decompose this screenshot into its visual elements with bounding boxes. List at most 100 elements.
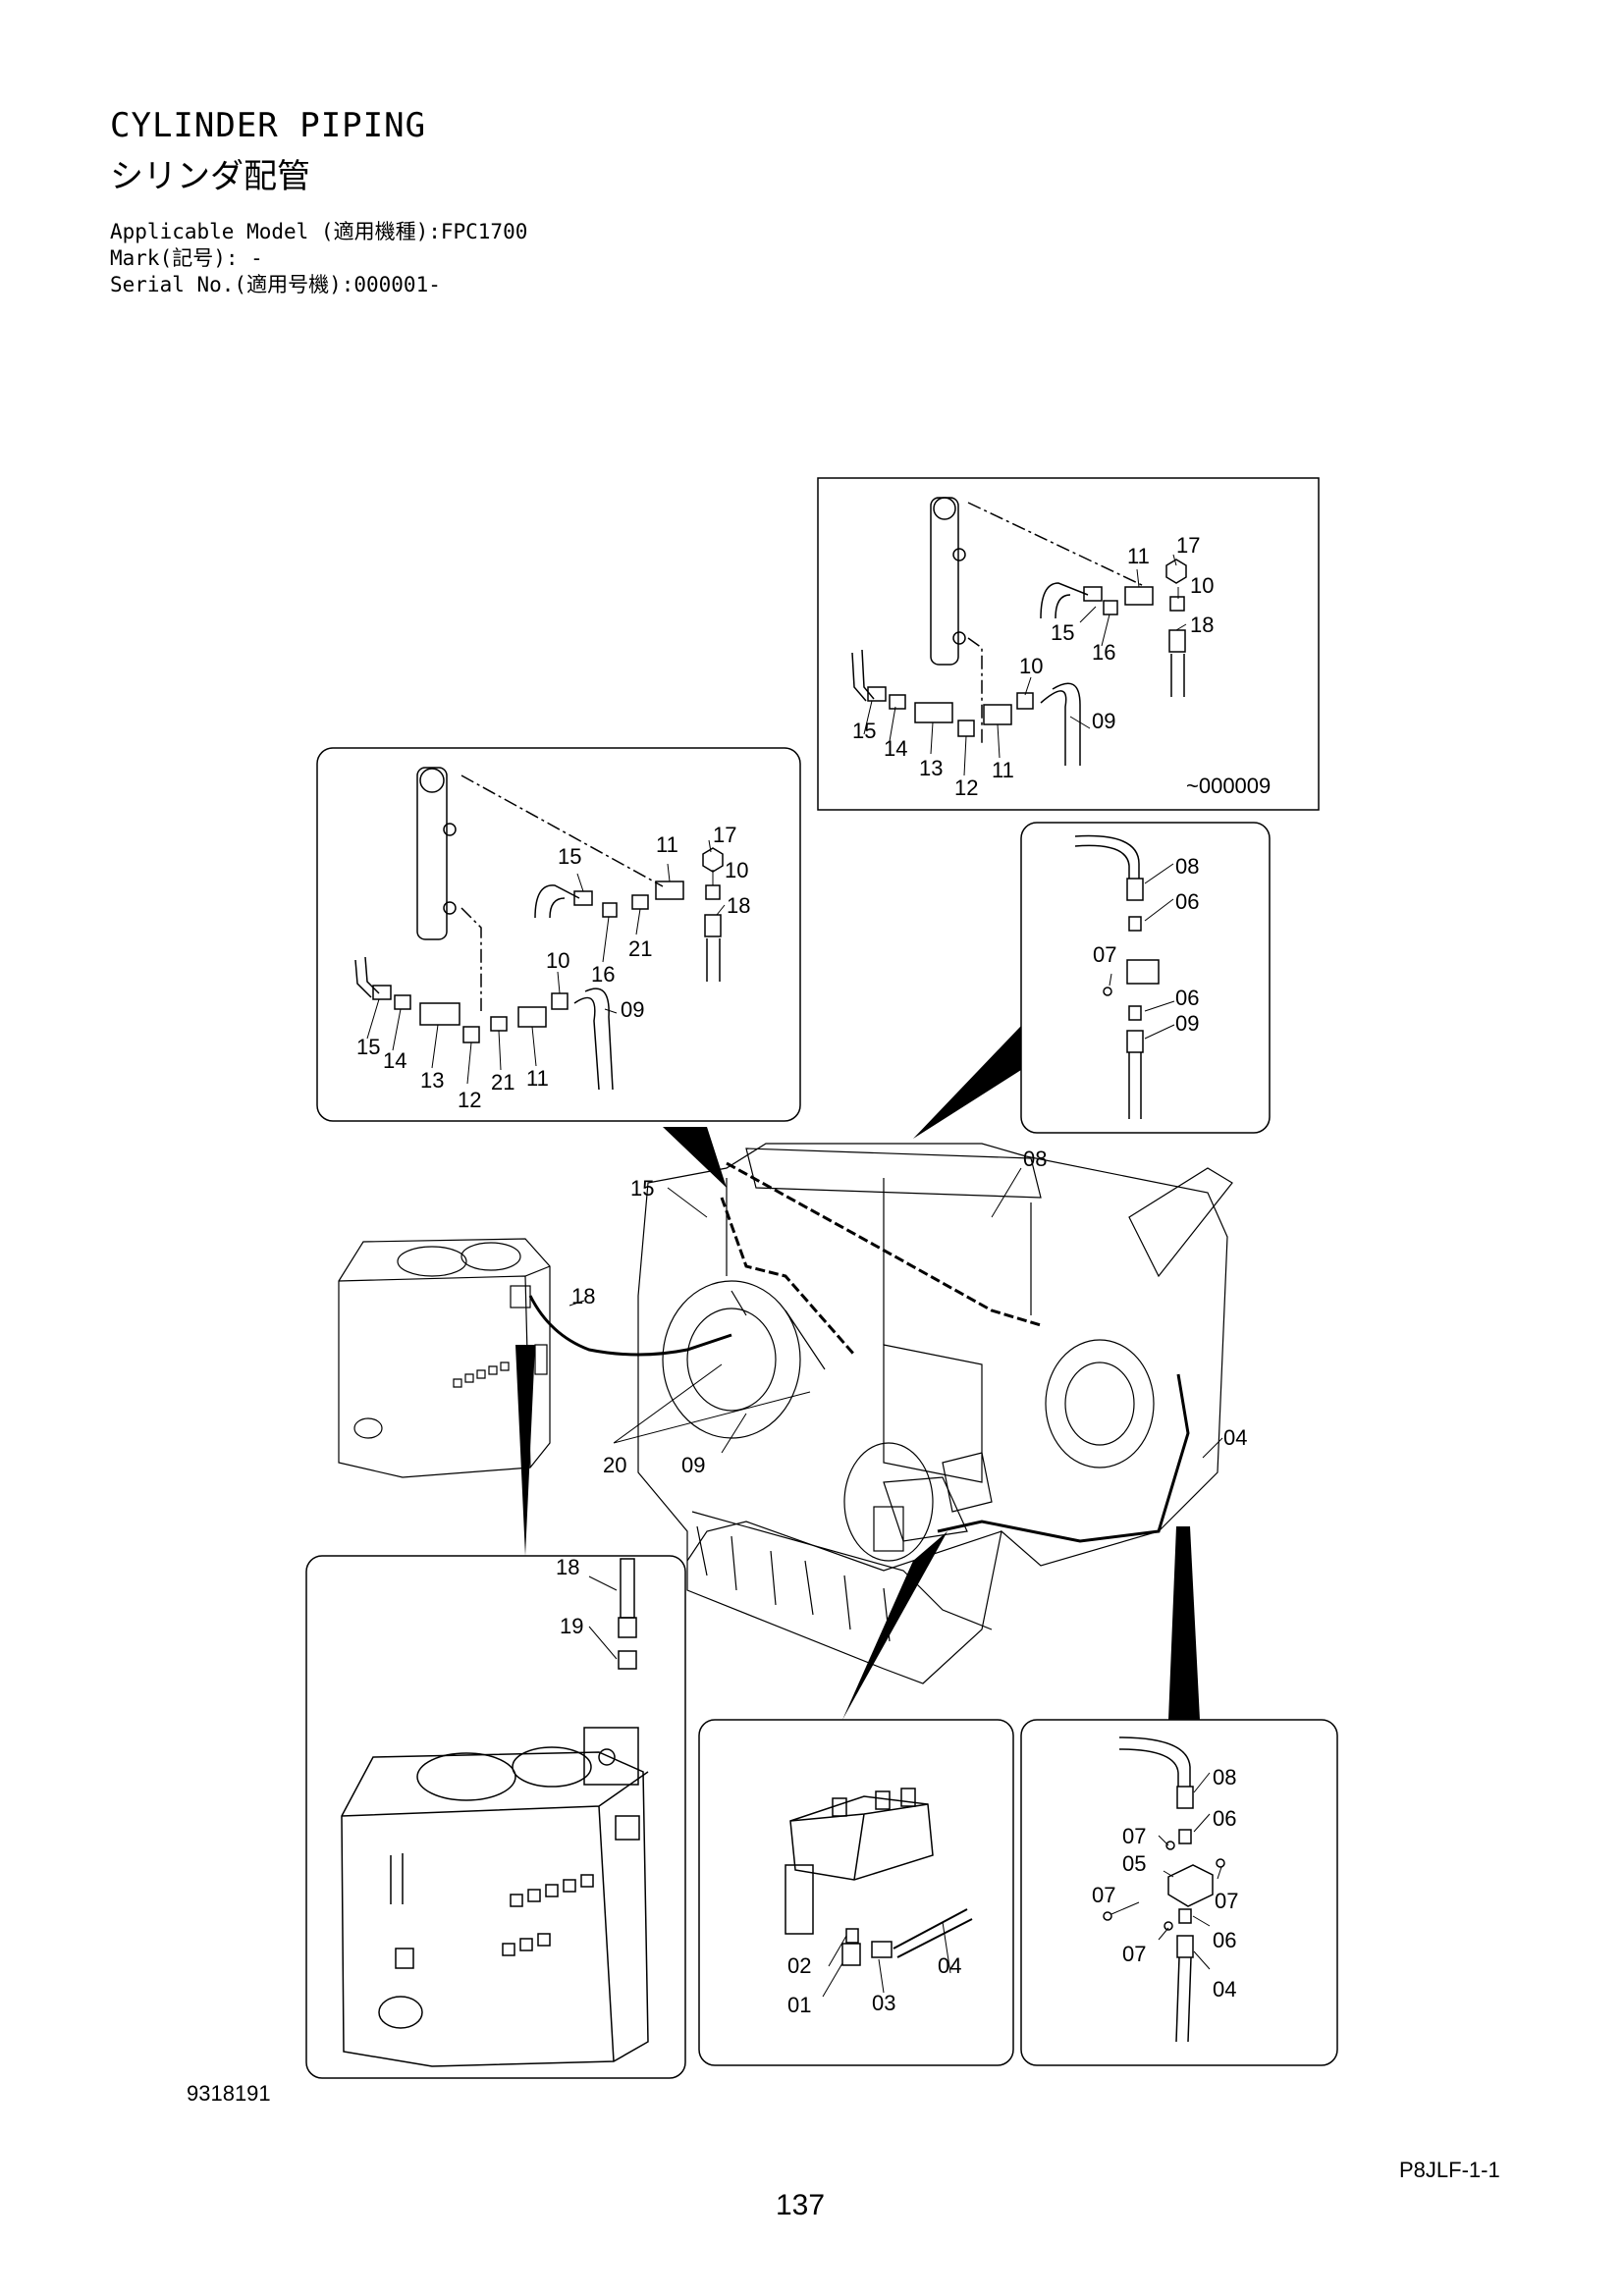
label-part: 14 [884,736,907,761]
label-part: 18 [1190,613,1214,637]
hose-08 [1074,834,1140,879]
label-part: 17 [713,823,736,847]
tank-port [512,1746,592,1788]
fitting-11 [517,1006,547,1028]
fitting-04 [1176,1935,1194,1958]
label-part: 10 [1019,654,1043,678]
label-part: 06 [1213,1928,1236,1952]
hose-18 [620,1558,635,1619]
hose [851,652,867,702]
label-part: 04 [1223,1425,1247,1450]
label-part: 04 [938,1953,961,1978]
label-part: 07 [1122,1824,1146,1848]
inset-top-right [817,477,1320,811]
fitting-06 [1178,1829,1192,1844]
hose-04 [1175,1956,1192,2043]
main-assembly-view [338,1143,1233,1684]
hose [1170,654,1185,697]
valve-solenoid [785,1864,814,1935]
label-part: 07 [1093,942,1116,967]
label-part: 13 [919,756,943,780]
plug-07 [1103,1911,1112,1921]
label-part: 09 [681,1453,705,1477]
label-part: 10 [546,948,569,973]
hose-09 [1128,1052,1142,1119]
fitting-14 [889,694,906,710]
label-part: 03 [872,1991,895,2015]
label-part: 08 [1213,1765,1236,1789]
fitting-12 [462,1026,480,1043]
fitting-09 [1126,1030,1144,1053]
label-part: 15 [558,844,581,869]
hose [364,956,380,994]
label-part: 10 [725,858,748,882]
hose-08 [1074,844,1130,879]
label-part: 16 [591,962,615,987]
label-part: 15 [630,1176,654,1201]
hose [861,649,875,700]
label-part: 21 [628,936,652,961]
cylinder-eye [419,768,445,793]
inset-mid-right [1020,822,1271,1134]
label-part: 12 [954,775,978,800]
hose [573,996,600,1091]
cylinder-eye [933,497,956,520]
hose [1055,594,1071,619]
label-part: 09 [1092,709,1115,733]
label-part: 07 [1122,1942,1146,1966]
mark-line: Mark(記号): - [110,246,263,270]
pointer-wedge [1168,1526,1200,1720]
hose [549,897,566,919]
leader-line [967,502,1145,587]
hose-08 [1118,1736,1191,1787]
label-part: 01 [787,1993,811,2017]
drawing-number: 9318191 [187,2081,271,2106]
fitting-02 [845,1928,859,1944]
fitting-01 [841,1943,861,1966]
inset-frame [316,747,801,1122]
serial-number: Serial No.(適用号機):000001- [110,273,441,296]
fitting-06 [1128,916,1142,932]
label-part: 11 [992,758,1014,782]
label-part: 11 [526,1066,549,1091]
label-part: 20 [603,1453,626,1477]
fitting-21 [631,894,649,910]
block [1126,959,1160,985]
label-part: 06 [1175,986,1199,1010]
fitting-19 [618,1650,637,1670]
pointer-wedge [515,1345,535,1556]
fitting-13 [419,1002,460,1026]
fitting-15 [867,686,887,702]
page-number: 137 [776,2189,826,2221]
fitting-08 [1176,1786,1194,1809]
fitting-17 [702,847,724,873]
label-part: 08 [1023,1147,1047,1171]
fitting-21 [490,1016,508,1032]
label-part: 04 [1213,1977,1236,2002]
fitting-18 [1168,629,1186,653]
hose [1052,682,1081,766]
label-part: 18 [571,1284,595,1308]
fitting-11 [1124,586,1154,606]
hose-04 [893,1908,973,1958]
valve-body [789,1795,934,1881]
plug-07 [1164,1921,1173,1931]
inset-frame [1020,822,1271,1134]
page-title-en: CYLINDER PIPING [110,106,427,145]
plug-07 [1165,1841,1175,1850]
inset-frame [305,1555,686,2079]
serial-range: ~000009 [1186,774,1271,798]
fitting-06 [1178,1908,1192,1924]
fitting-06 [1128,1005,1142,1021]
hose-08 [1118,1748,1179,1787]
inset-bottom-right [1020,1719,1338,2066]
hose [1040,690,1067,766]
label-part: 15 [356,1035,380,1059]
fitting-17 [1165,559,1187,584]
cylinder-body [416,767,448,940]
fitting-11 [983,704,1012,725]
fitting-10 [705,884,721,900]
inset-frame [817,477,1320,811]
tank-port [416,1752,516,1801]
